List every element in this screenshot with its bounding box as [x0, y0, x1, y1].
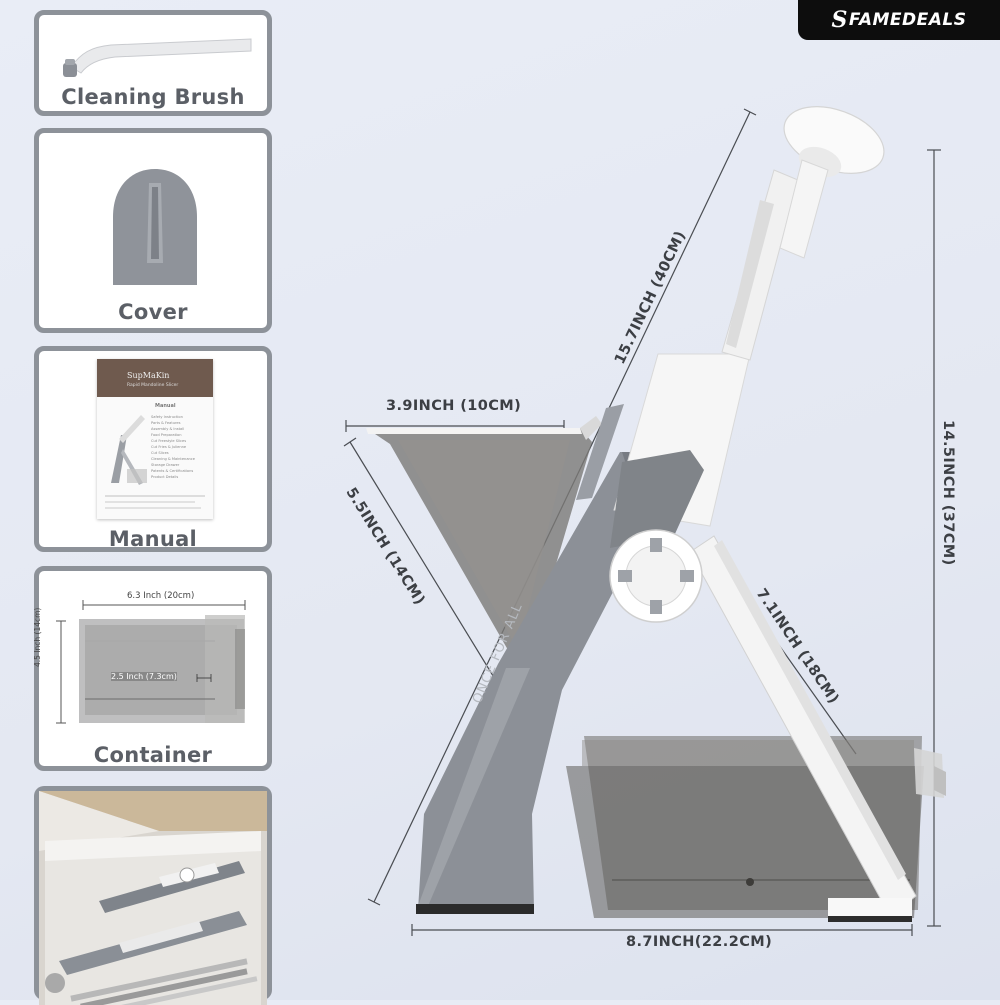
manual-toc-item: Cut Freestyle Slices: [151, 439, 187, 443]
container-width-label: 6.3 Inch (20cm): [127, 591, 195, 601]
brand-logo-icon: S: [831, 7, 848, 33]
accessory-label-cover: Cover: [118, 300, 188, 324]
manual-icon: SupMaKin Rapid Mandoline Slicer Manual S…: [97, 359, 213, 519]
chute-width-label: 3.9INCH (10CM): [386, 398, 522, 414]
manual-toc-item: Product Details: [151, 475, 179, 479]
manual-slicer-sketch-icon: [111, 415, 147, 485]
manual-toc-item: Assembly & Install: [151, 427, 185, 431]
accessory-label-manual: Manual: [108, 527, 198, 551]
accessory-label-container: Container: [93, 743, 213, 767]
manual-brand: SupMaKin: [127, 371, 170, 380]
accessory-card-container: 6.3 Inch (20cm) 4.5 Inch (14cm) 2.5 Inch…: [33, 566, 272, 771]
accessory-card-cleaning-brush: Cleaning Brush: [34, 10, 272, 116]
brand-badge: S FAMEDEALS: [798, 0, 1000, 40]
manual-toc-item: Storage Drawer: [151, 463, 180, 467]
drawer-storage-illustration: [39, 791, 267, 1005]
manual-subtitle: Rapid Mandoline Slicer: [127, 383, 179, 388]
cleaning-brush-icon: [63, 38, 252, 77]
accessory-label-cleaning-brush: Cleaning Brush: [61, 85, 245, 109]
manual-toc-item: Cut Fries & Julienne: [151, 445, 187, 449]
container-depth-label: 2.5 Inch (7.3cm): [111, 672, 177, 681]
container-icon: [56, 600, 246, 724]
accessory-card-cover: Cover: [34, 128, 272, 333]
manual-toc-item: Parts & Features: [151, 421, 181, 425]
manual-toc-item: Cleaning & Maintenance: [151, 457, 195, 461]
total-height-label: 14.5INCH (37CM): [940, 420, 956, 566]
accessory-card-manual: SupMaKin Rapid Mandoline Slicer Manual S…: [34, 346, 272, 552]
manual-toc-item: Cut Slices: [151, 451, 169, 455]
brand-name: FAMEDEALS: [848, 10, 967, 30]
cover-icon: [113, 169, 197, 285]
drawer-storage-photo: [34, 786, 272, 1005]
mandoline-slicer-illustration: [343, 106, 946, 936]
manual-toc-item: Food Preparation: [151, 433, 182, 437]
manual-toc-title: Manual: [155, 403, 176, 409]
base-width-label: 8.7INCH(22.2CM): [626, 934, 773, 950]
manual-toc-item: Patents & Certifications: [151, 469, 194, 473]
manual-toc-item: Safety Instruction: [151, 415, 183, 419]
container-height-label: 4.5 Inch (14cm): [33, 607, 42, 667]
